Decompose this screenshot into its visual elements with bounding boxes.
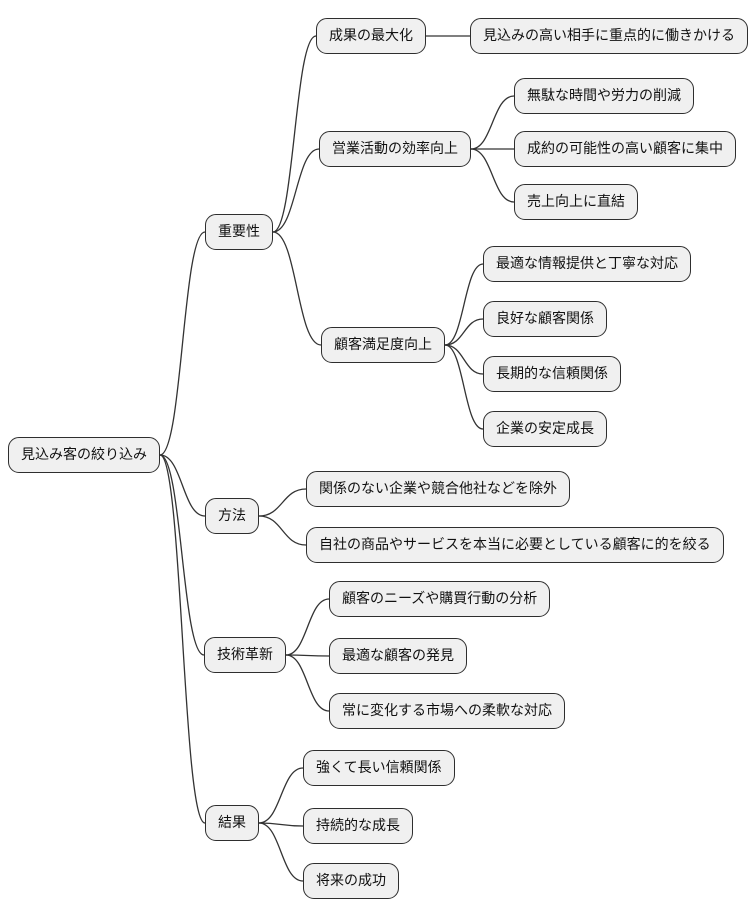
mindmap-edge (272, 231, 322, 346)
mindmap-node-outcome-maximization[interactable]: 成果の最大化 (316, 18, 426, 55)
mindmap-node-customer-satisfaction[interactable]: 顧客満足度向上 (321, 327, 445, 364)
mindmap-edge (258, 488, 307, 517)
mindmap-node-sales-efficiency[interactable]: 営業活動の効率向上 (319, 131, 471, 168)
mindmap-edge (444, 318, 484, 346)
mindmap-node-result[interactable]: 結果 (205, 805, 259, 842)
mindmap-node-sustainable-growth[interactable]: 持続的な成長 (303, 808, 413, 845)
mindmap-node-long-term-trust[interactable]: 長期的な信頼関係 (483, 356, 621, 393)
mindmap-edge (258, 822, 304, 882)
mindmap-node-analyze-needs-behavior[interactable]: 顧客のニーズや購買行動の分析 (329, 581, 551, 618)
mindmap-node-innovation[interactable]: 技術革新 (204, 637, 286, 674)
mindmap-edge (470, 148, 515, 203)
mindmap-node-optimal-info-and-care[interactable]: 最適な情報提供と丁寧な対応 (483, 246, 691, 283)
mindmap-node-find-optimal-customers[interactable]: 最適な顧客の発見 (329, 638, 467, 675)
mindmap-edge (159, 231, 206, 456)
mindmap-node-adapt-to-market[interactable]: 常に変化する市場への柔軟な対応 (329, 693, 565, 730)
mindmap-node-direct-sales-growth[interactable]: 売上向上に直結 (514, 184, 638, 221)
mindmap-node-focus-on-high-potential[interactable]: 見込みの高い相手に重点的に働きかける (470, 18, 748, 55)
mindmap-edge (159, 454, 205, 656)
mindmap-edge (285, 654, 330, 657)
mindmap-edge (159, 454, 206, 824)
mindmap-edge (258, 515, 307, 546)
mindmap-node-exclude-unrelated[interactable]: 関係のない企業や競合他社などを除外 (306, 471, 570, 508)
mindmap-node-focus-on-likely-closers[interactable]: 成約の可能性の高い顧客に集中 (514, 131, 736, 168)
mindmap-edge (285, 598, 330, 656)
mindmap-node-root[interactable]: 見込み客の絞り込み (8, 437, 160, 474)
mindmap-node-stable-company-growth[interactable]: 企業の安定成長 (483, 411, 607, 448)
mindmap-node-method[interactable]: 方法 (205, 498, 259, 535)
mindmap-node-strong-lasting-trust[interactable]: 強くて長い信頼関係 (303, 750, 455, 787)
mindmap-edge (444, 344, 484, 430)
mindmap-edge (470, 95, 515, 150)
mindmap-edge (272, 35, 317, 233)
mindmap-edge (258, 767, 304, 824)
mindmap-edge (258, 822, 304, 827)
mindmap-node-target-real-needs[interactable]: 自社の商品やサービスを本当に必要としている顧客に的を絞る (306, 527, 724, 564)
mindmap-edge (159, 454, 206, 517)
mindmap-edge (285, 654, 330, 712)
mindmap-node-importance[interactable]: 重要性 (205, 214, 273, 251)
mindmap-node-good-customer-relations[interactable]: 良好な顧客関係 (483, 301, 607, 338)
mindmap-node-future-success[interactable]: 将来の成功 (303, 863, 399, 900)
mindmap-node-reduce-wasted-effort[interactable]: 無駄な時間や労力の削減 (514, 78, 694, 115)
mindmap-edge (272, 148, 320, 233)
mindmap-edge (444, 344, 484, 375)
mindmap-edge (444, 263, 484, 346)
